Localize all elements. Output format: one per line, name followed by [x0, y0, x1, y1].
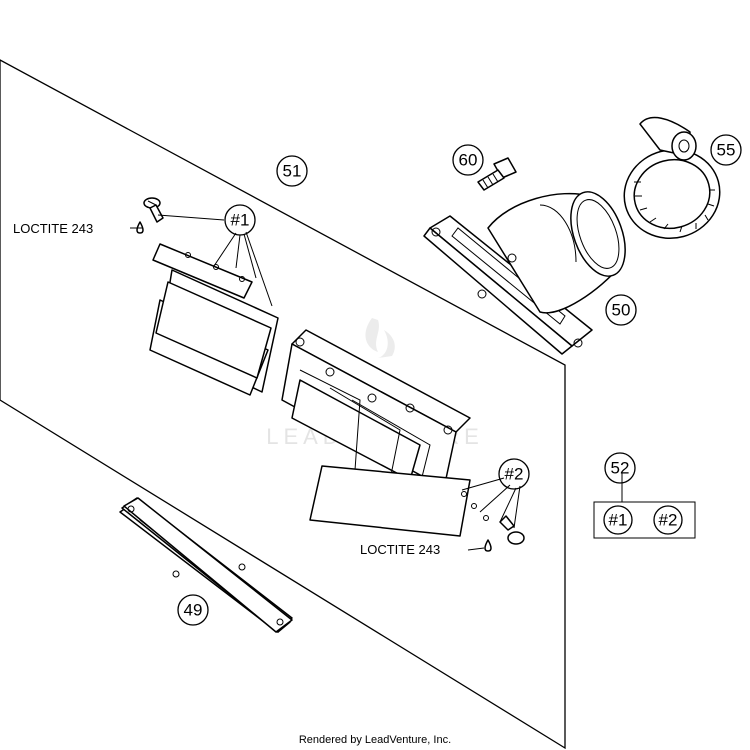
callout-kit1-top: #1	[224, 204, 256, 236]
reed-block	[281, 329, 489, 537]
hose-clamp-55	[623, 116, 721, 240]
callout-50: 50	[605, 294, 637, 326]
svg-text:#1: #1	[609, 511, 628, 530]
footer-credit: Rendered by LeadVenture, Inc.	[299, 734, 451, 746]
screw-top	[143, 197, 164, 223]
svg-text:#2: #2	[505, 465, 524, 484]
assembly-panel	[0, 59, 566, 750]
callout-49: 49	[177, 594, 209, 626]
svg-text:60: 60	[459, 151, 478, 170]
svg-text:#1: #1	[231, 211, 250, 230]
svg-text:49: 49	[184, 601, 203, 620]
svg-text:51: 51	[283, 162, 302, 181]
loctite-drop-bottom	[484, 539, 492, 552]
svg-text:55: 55	[717, 141, 736, 160]
bolt-60	[477, 157, 517, 191]
callout-52: 52	[604, 452, 636, 484]
svg-text:#2: #2	[659, 511, 678, 530]
leader-lines	[130, 214, 623, 551]
gasket-49	[119, 497, 293, 633]
callout-kit2-mid: #2	[498, 458, 530, 490]
kit-52-box	[593, 501, 696, 539]
callout-kit2-box: #2	[653, 505, 683, 535]
svg-text:52: 52	[611, 459, 630, 478]
screw-bottom	[499, 515, 525, 545]
svg-text:50: 50	[612, 301, 631, 320]
intake-manifold-50	[423, 191, 626, 355]
callout-60: 60	[452, 144, 484, 176]
callout-kit1-box: #1	[603, 505, 633, 535]
loctite-label-top: LOCTITE 243	[13, 221, 93, 236]
reed-petals	[149, 243, 279, 396]
callout-51: 51	[276, 155, 308, 187]
callout-55: 55	[710, 134, 742, 166]
loctite-label-bottom: LOCTITE 243	[360, 542, 440, 557]
